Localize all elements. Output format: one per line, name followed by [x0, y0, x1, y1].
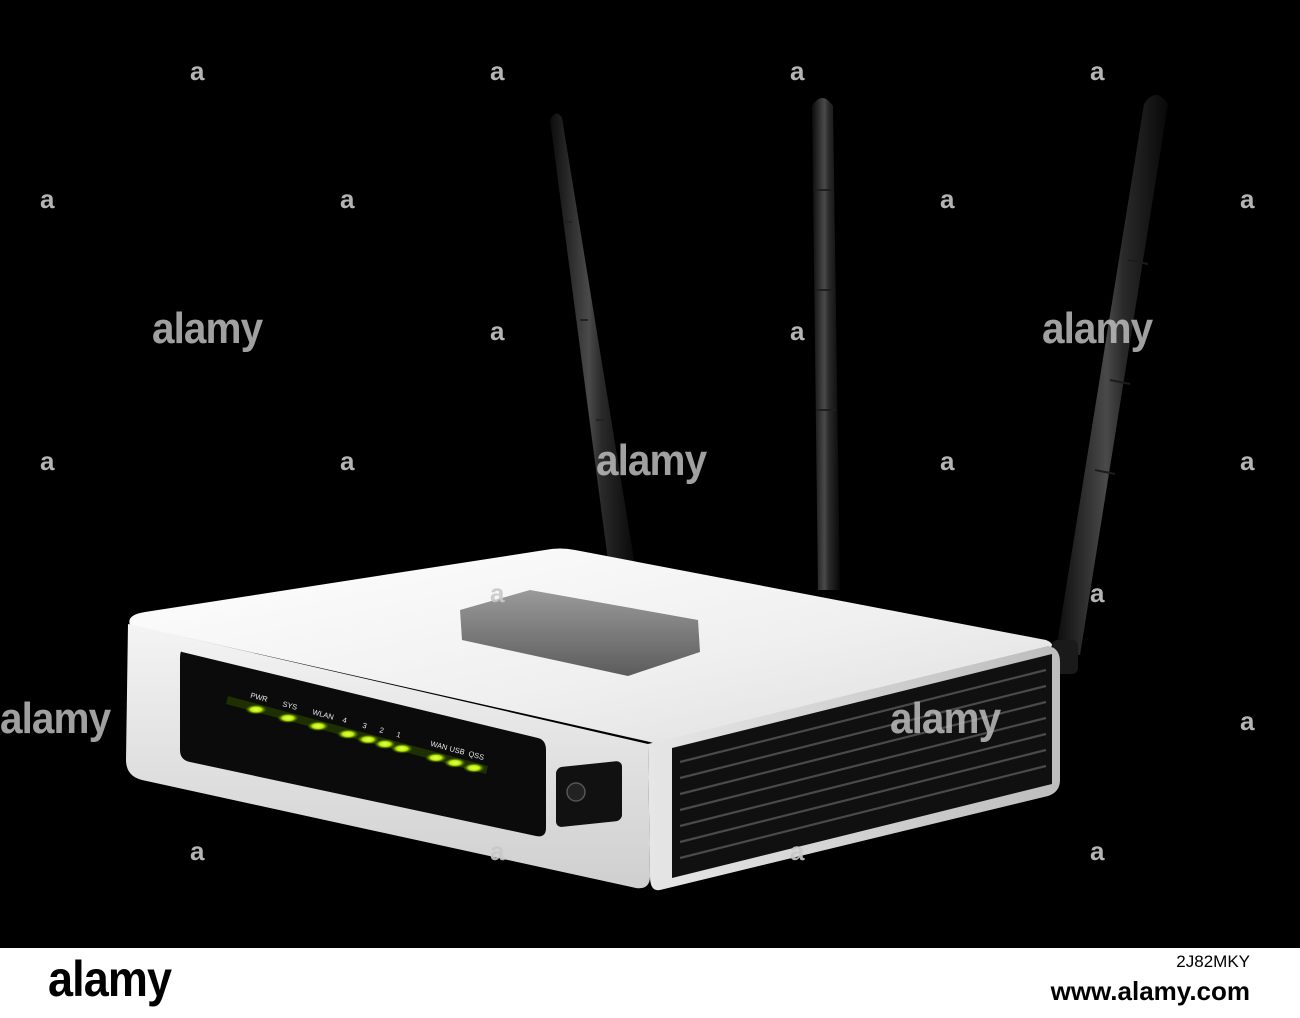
watermark-mark: a — [790, 316, 805, 346]
watermark-mark: a — [190, 56, 205, 86]
watermark-mark: a — [340, 446, 355, 476]
watermark-logo: alamy — [890, 694, 1001, 743]
watermark-mark: a — [40, 184, 55, 214]
antenna-right — [1052, 95, 1168, 674]
antenna-left — [550, 113, 636, 577]
led-indicator — [444, 757, 466, 768]
led-label: PWR — [249, 691, 269, 704]
watermark-mark: a — [40, 446, 55, 476]
watermark-mark: a — [490, 836, 505, 866]
led-indicator — [463, 762, 485, 773]
watermark-mark: a — [940, 446, 955, 476]
led-label: USB — [448, 744, 465, 757]
led-indicator — [245, 704, 267, 715]
led-indicator — [425, 752, 447, 763]
watermark-mark: a — [1240, 184, 1255, 214]
watermark-mark: a — [790, 56, 805, 86]
watermark-logo: alamy — [596, 436, 707, 485]
watermark-mark: a — [940, 184, 955, 214]
led-label: WAN — [429, 739, 448, 752]
watermark-mark: a — [1090, 578, 1105, 608]
side-vents — [672, 654, 1052, 878]
watermark-mark: a — [190, 836, 205, 866]
watermark-mark: a — [490, 578, 505, 608]
watermark-mark: a — [490, 56, 505, 86]
led-panel — [180, 651, 546, 837]
watermark-mark: a — [340, 184, 355, 214]
watermark-mark: a — [1240, 446, 1255, 476]
led-indicator — [277, 713, 299, 724]
watermark-logo: alamy — [0, 694, 111, 743]
top-label-plate — [460, 590, 700, 676]
watermark-mark: a — [1240, 706, 1255, 736]
led-label: 4 — [341, 715, 347, 725]
footer-brand-logo: alamy — [48, 951, 172, 1007]
led-indicator — [357, 734, 379, 745]
led-indicator — [307, 721, 329, 732]
led-indicator — [374, 739, 396, 750]
led-label: 1 — [395, 730, 401, 740]
antenna-middle — [812, 98, 840, 590]
watermark-mark: a — [490, 316, 505, 346]
watermark-logo: alamy — [152, 304, 263, 353]
watermark-mark: a — [1090, 56, 1105, 86]
led-lights — [245, 704, 485, 773]
led-indicator — [337, 729, 359, 740]
watermark-mark: a — [1090, 836, 1105, 866]
footer-domain: www.alamy.com — [1050, 976, 1250, 1006]
led-indicator — [391, 743, 413, 754]
watermark-mark: a — [790, 836, 805, 866]
led-label: SYS — [281, 699, 298, 712]
watermark-logo: alamy — [1042, 304, 1153, 353]
led-label: QSS — [467, 749, 485, 762]
stock-footer: alamy 2J82MKY www.alamy.com — [0, 948, 1300, 1018]
led-label: 2 — [378, 725, 384, 735]
power-button — [556, 761, 622, 827]
footer-image-id: 2J82MKY — [1176, 952, 1250, 971]
led-label: 3 — [361, 721, 367, 731]
